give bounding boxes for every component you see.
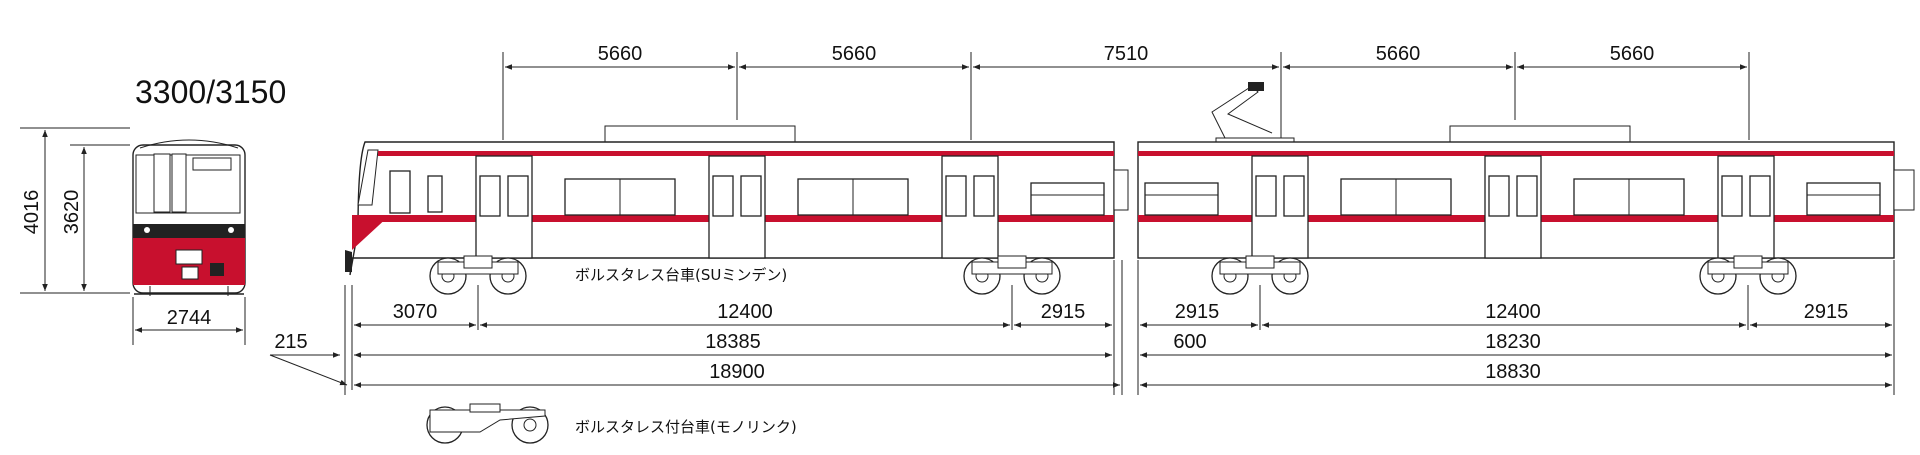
window [1030, 182, 1105, 216]
dim-car2-offset: 600 [1173, 331, 1206, 353]
roof-unit-1 [604, 125, 796, 143]
dim-car2-overall: 18830 [1485, 361, 1541, 383]
dim-car2-body: 18230 [1485, 331, 1541, 353]
car-1-dimensions: 3070 12400 2915 18385 18900 215 [269, 260, 1123, 395]
dim-car1-body: 18385 [705, 331, 761, 353]
dim-top-1: 5660 [598, 43, 643, 65]
dim-car1-overhang-front: 3070 [393, 301, 438, 323]
window [1144, 182, 1219, 216]
label-bogie-trailer: ボルスタレス付台車(モノリンク) [575, 418, 797, 436]
dim-car1-bogie-centers: 12400 [717, 301, 773, 323]
window [1806, 182, 1881, 216]
trailer-bogie-legend [426, 403, 549, 444]
dim-front-width: 2744 [167, 307, 212, 329]
dim-car1-overall: 18900 [709, 361, 765, 383]
car-2-dimensions: 2915 12400 2915 600 18230 18830 [1137, 260, 1895, 395]
destination-sign [192, 157, 232, 171]
label-bogie-powered: ボルスタレス台車(SUミンデン) [575, 266, 787, 284]
dim-car1-overhang-rear: 2915 [1041, 301, 1086, 323]
dim-car2-overhang-rear: 2915 [1804, 301, 1849, 323]
model-title: 3300/3150 [135, 74, 286, 110]
dim-car1-coupler-offset: 215 [274, 331, 307, 353]
front-black-band [133, 224, 245, 238]
pantograph [1211, 82, 1295, 144]
roof-unit-2 [1449, 125, 1631, 143]
dim-height-total: 4016 [21, 190, 43, 235]
car-1-nose-red [352, 215, 390, 250]
dim-height-body: 3620 [61, 190, 83, 235]
car-1 [345, 125, 1129, 295]
top-dimensions: 5660 5660 7510 5660 5660 [502, 43, 1750, 140]
car-2-upper-stripe [1138, 151, 1894, 156]
front-view [132, 139, 246, 296]
dim-top-5: 5660 [1610, 43, 1655, 65]
car-2 [1137, 82, 1915, 295]
dim-car2-overhang-front: 2915 [1175, 301, 1220, 323]
dim-top-3: 7510 [1104, 43, 1149, 65]
front-dimensions: 4016 3620 2744 [20, 127, 246, 345]
dim-car2-bogie-centers: 12400 [1485, 301, 1541, 323]
cab-window [357, 149, 379, 206]
gangway [1113, 169, 1129, 211]
car-1-upper-stripe [378, 151, 1114, 156]
dim-top-4: 5660 [1376, 43, 1421, 65]
dim-top-2: 5660 [832, 43, 877, 65]
